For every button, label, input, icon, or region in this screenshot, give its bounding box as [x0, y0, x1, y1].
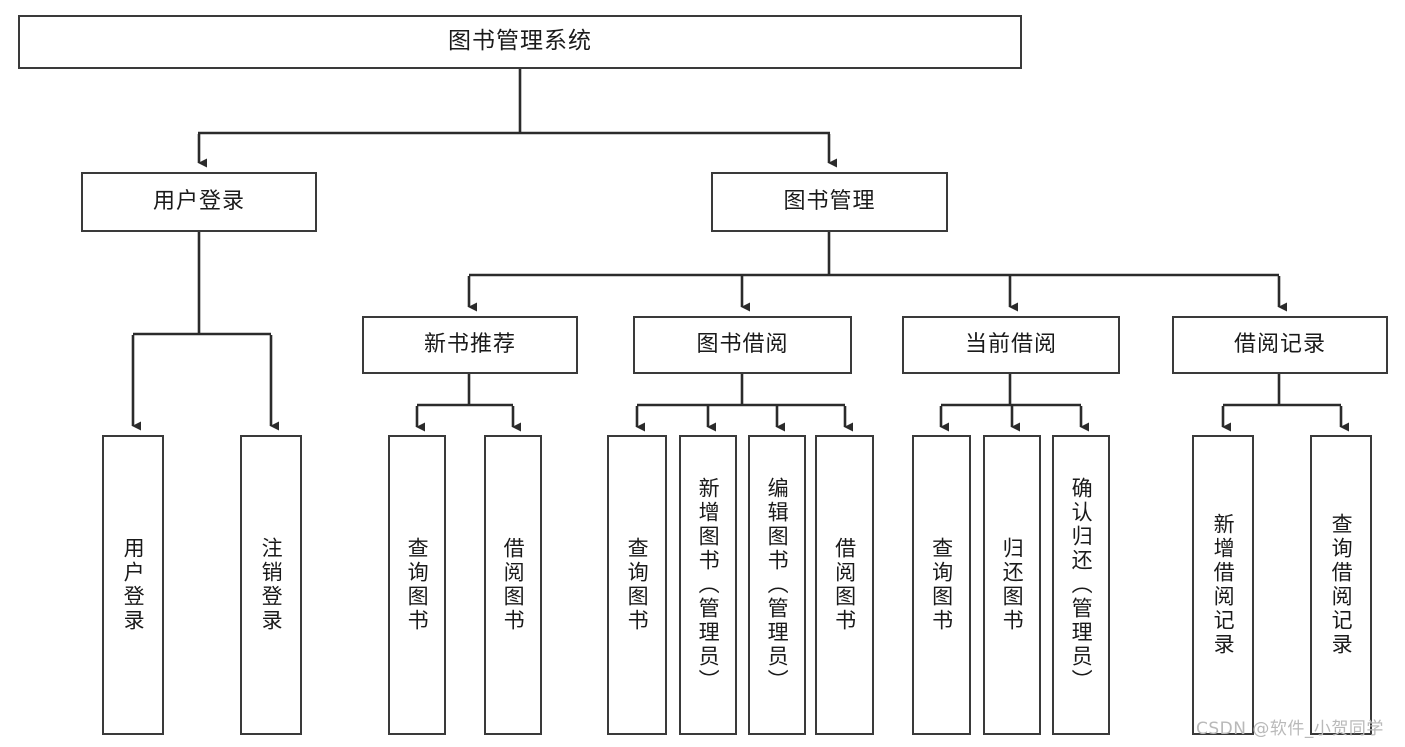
node-label: 图书管理系统	[448, 28, 592, 55]
new-book-branch-connectors	[415, 374, 521, 432]
node-label: 当前借阅	[964, 331, 1057, 357]
leaf-node-logout[interactable]: 注销登录	[240, 435, 302, 735]
node-label: 注销登录	[259, 537, 284, 633]
node-label: 借阅记录	[1233, 331, 1326, 357]
node-label: 新增图书（管理员）	[696, 477, 721, 693]
node-label: 借阅图书	[501, 537, 526, 633]
book-borrow-branch-connectors	[635, 374, 853, 432]
node-book-borrow[interactable]: 图书借阅	[633, 316, 852, 374]
leaf-node-query-book-current[interactable]: 查询图书	[912, 435, 971, 735]
current-borrow-branch-connectors	[939, 374, 1089, 432]
leaf-node-borrow-book-recommend[interactable]: 借阅图书	[484, 435, 542, 735]
borrow-record-branch-connectors	[1221, 374, 1349, 432]
book-management-branch-connectors	[467, 232, 1287, 312]
node-label: 查询借阅记录	[1329, 513, 1354, 657]
node-borrow-record[interactable]: 借阅记录	[1172, 316, 1388, 374]
node-label: 编辑图书（管理员）	[765, 477, 790, 693]
leaf-node-add-book-admin[interactable]: 新增图书（管理员）	[679, 435, 737, 735]
node-new-book-recommend[interactable]: 新书推荐	[362, 316, 578, 374]
node-current-borrow[interactable]: 当前借阅	[902, 316, 1120, 374]
root-to-level2-connectors	[197, 69, 837, 168]
node-book-management[interactable]: 图书管理	[711, 172, 948, 232]
leaf-node-user-login[interactable]: 用户登录	[102, 435, 164, 735]
leaf-node-return-book[interactable]: 归还图书	[983, 435, 1041, 735]
node-user-login[interactable]: 用户登录	[81, 172, 317, 232]
user-login-branch-connectors	[131, 232, 279, 431]
node-label: 新书推荐	[423, 331, 516, 357]
leaf-node-edit-book-admin[interactable]: 编辑图书（管理员）	[748, 435, 806, 735]
node-label: 新增借阅记录	[1211, 513, 1236, 657]
leaf-node-add-borrow-record[interactable]: 新增借阅记录	[1192, 435, 1254, 735]
leaf-node-borrow-book[interactable]: 借阅图书	[815, 435, 874, 735]
leaf-node-query-borrow-record[interactable]: 查询借阅记录	[1310, 435, 1372, 735]
node-label: 图书借阅	[696, 331, 789, 357]
node-label: 查询图书	[625, 537, 650, 633]
node-label: 查询图书	[929, 537, 954, 633]
node-label: 确认归还（管理员）	[1069, 477, 1094, 693]
node-label: 用户登录	[152, 188, 245, 214]
node-label: 图书管理	[783, 188, 876, 214]
node-label: 查询图书	[405, 537, 430, 633]
node-label: 用户登录	[121, 537, 146, 633]
node-label: 归还图书	[1000, 537, 1025, 633]
leaf-node-confirm-return-admin[interactable]: 确认归还（管理员）	[1052, 435, 1110, 735]
node-label: 借阅图书	[832, 537, 857, 633]
leaf-node-query-book-recommend[interactable]: 查询图书	[388, 435, 446, 735]
watermark-text: CSDN @软件_小贺同学	[1196, 719, 1384, 739]
leaf-node-query-book-borrow[interactable]: 查询图书	[607, 435, 667, 735]
node-root-system[interactable]: 图书管理系统	[18, 15, 1022, 69]
